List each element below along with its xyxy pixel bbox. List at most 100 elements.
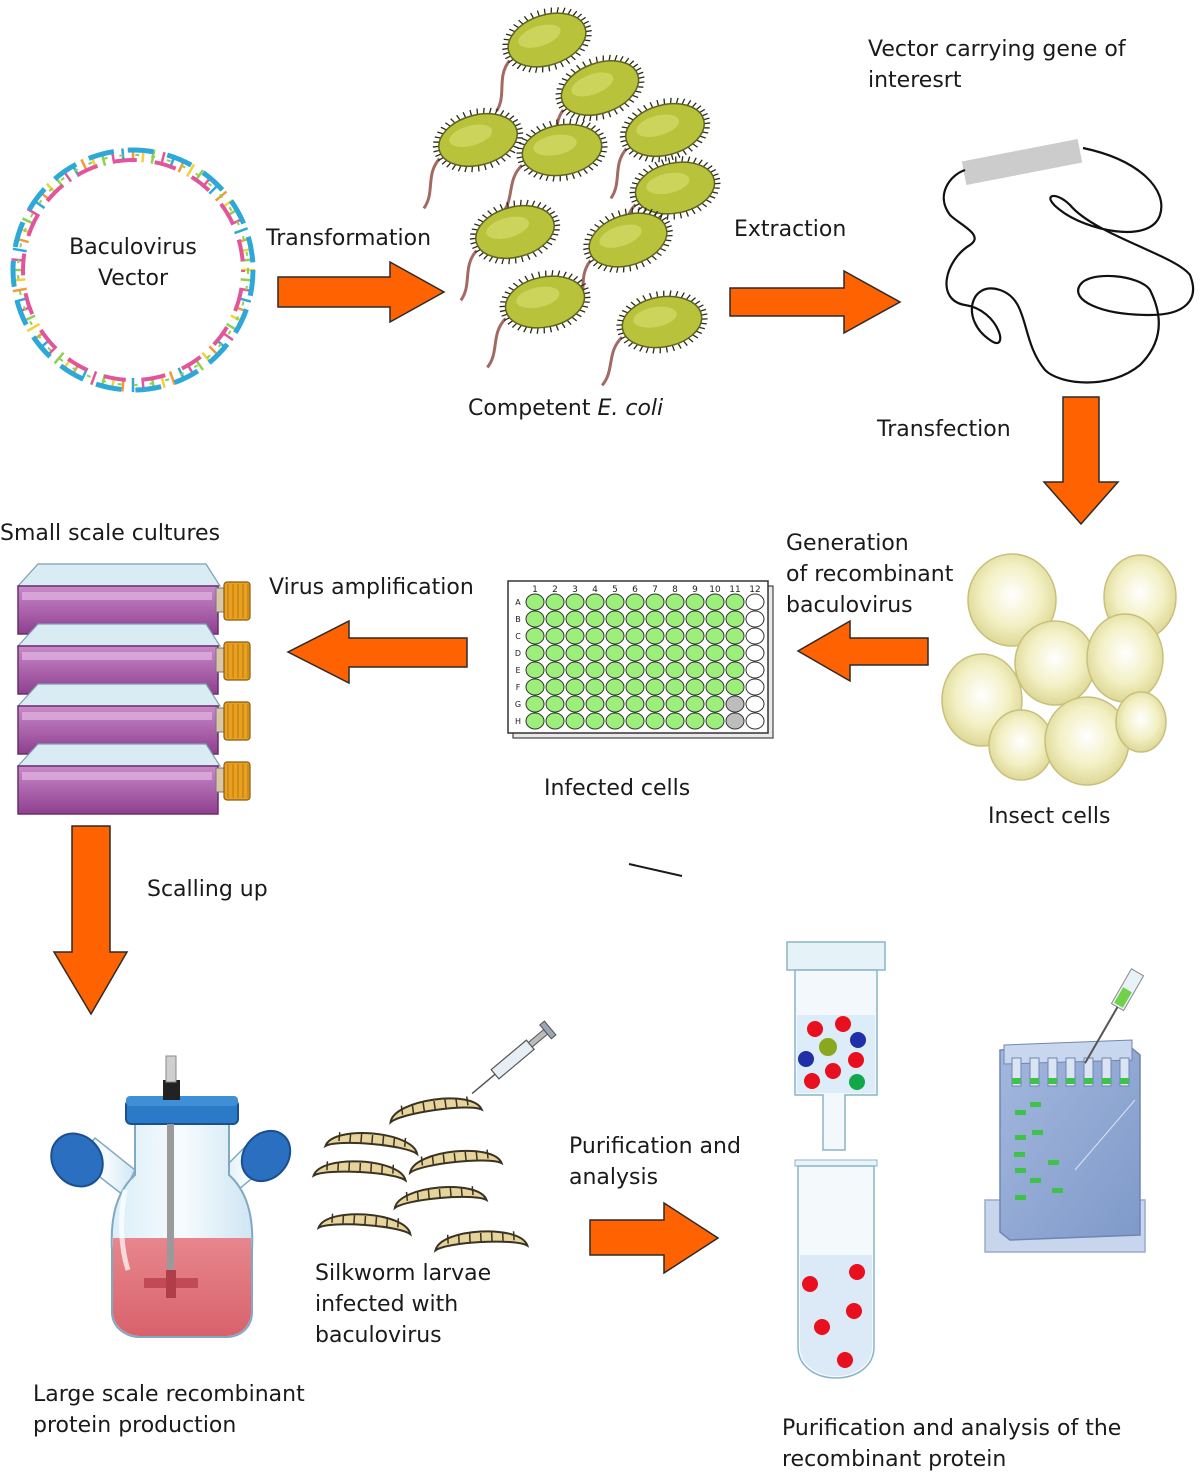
vector-strand-icon <box>942 138 1195 384</box>
plate-column-label: 1 <box>532 585 538 595</box>
label-silkworm: Silkworm larvae infected with baculoviru… <box>315 1258 491 1351</box>
plate-well <box>705 712 725 730</box>
plate-well <box>645 678 665 696</box>
bacterium <box>550 54 645 162</box>
plate-well <box>565 678 585 696</box>
label-competent-ecoli: Competent E. coli <box>468 393 663 424</box>
gel-band <box>1015 1168 1026 1173</box>
gel-band <box>1030 1178 1041 1183</box>
gel-band <box>1015 1110 1026 1115</box>
plate-well <box>725 610 745 628</box>
plate-well <box>525 661 545 679</box>
plate-well <box>625 610 645 628</box>
plate-well <box>605 695 625 713</box>
plate-well <box>625 627 645 645</box>
plate-column-label: 3 <box>572 585 578 595</box>
plate-row-label: H <box>515 717 521 726</box>
label-extraction: Extraction <box>734 217 847 242</box>
plate-well <box>525 627 545 645</box>
plate-row-label: B <box>515 615 521 624</box>
plate-well <box>745 644 765 662</box>
plate-well <box>525 610 545 628</box>
plate-well <box>565 644 585 662</box>
plate-column-label: 8 <box>672 585 678 595</box>
plate-well <box>525 593 545 611</box>
plate-well <box>725 661 745 679</box>
plate-well <box>625 678 645 696</box>
plate-row-label: F <box>516 683 521 692</box>
plate-well <box>605 678 625 696</box>
plate-well <box>565 627 585 645</box>
plate-well <box>685 627 705 645</box>
stray-line <box>628 863 683 877</box>
label-purification-analysis: Purification and analysis <box>569 1131 741 1193</box>
culture-flasks-icon <box>16 563 251 815</box>
label-scaling-up: Scalling up <box>147 877 268 902</box>
plate-well <box>605 661 625 679</box>
plate-well <box>645 712 665 730</box>
plate-well <box>525 712 545 730</box>
label-line: Baculovirus <box>69 235 197 260</box>
plate-well <box>525 695 545 713</box>
silkworm-larva <box>311 1160 408 1183</box>
plate-well <box>745 712 765 730</box>
label-transfection: Transfection <box>877 417 1011 442</box>
silkworm-larva <box>316 1213 412 1237</box>
bacterium <box>459 199 561 302</box>
plate-well <box>645 593 665 611</box>
label-line: Large scale recombinant <box>33 1382 305 1407</box>
gel-band <box>1052 1188 1063 1193</box>
plate-well <box>685 644 705 662</box>
plate-well <box>685 678 705 696</box>
gel-electrophoresis-icon <box>984 968 1146 1253</box>
plate-well <box>545 627 565 645</box>
plate-well <box>605 627 625 645</box>
silkworm-larva <box>389 1096 484 1125</box>
label-insect-cells: Insect cells <box>988 804 1111 829</box>
bacterium <box>600 290 708 387</box>
plate-well <box>625 695 645 713</box>
plate-column-label: 9 <box>692 585 698 595</box>
plate-row-label: G <box>515 700 521 709</box>
bacterium <box>576 207 673 312</box>
plate-well <box>545 678 565 696</box>
label-line: Generation <box>786 531 909 556</box>
gel-band <box>1032 1130 1043 1135</box>
plate-column-label: 6 <box>632 585 638 595</box>
plate-well <box>545 661 565 679</box>
plate-well <box>745 695 765 713</box>
plate-row-label: A <box>515 598 521 607</box>
plate-well <box>725 695 745 713</box>
plate-well <box>705 661 725 679</box>
culture-flask <box>16 743 251 815</box>
plate-well <box>685 712 705 730</box>
plate-well <box>645 661 665 679</box>
plate-well <box>745 627 765 645</box>
label-infected-cells: Infected cells <box>544 776 691 801</box>
plate-well <box>665 661 685 679</box>
label-line: baculovirus <box>315 1323 442 1348</box>
plate-well <box>565 610 585 628</box>
plate-well <box>705 678 725 696</box>
arrow-scaling-up <box>52 825 129 1016</box>
label-ecoli-italic: E. coli <box>597 396 664 421</box>
silkworm-larva <box>433 1230 530 1253</box>
label-virus-amplification: Virus amplification <box>269 575 474 600</box>
gel-band <box>1030 1102 1041 1107</box>
plate-column-label: 2 <box>552 585 558 595</box>
label-line: Vector <box>97 266 169 291</box>
plate-well <box>625 661 645 679</box>
plate-well <box>585 678 605 696</box>
label-line: of recombinant <box>786 562 954 587</box>
plate-row-label: D <box>515 649 521 658</box>
plate-well <box>665 644 685 662</box>
plate-well <box>585 610 605 628</box>
plate-column-label: 4 <box>592 585 598 595</box>
plate-well <box>605 610 625 628</box>
plate-well <box>585 661 605 679</box>
arrow-extraction <box>729 269 902 335</box>
plate-column-label: 12 <box>749 585 760 595</box>
silkworm-larva <box>323 1132 419 1157</box>
label-line: interesrt <box>868 68 962 93</box>
